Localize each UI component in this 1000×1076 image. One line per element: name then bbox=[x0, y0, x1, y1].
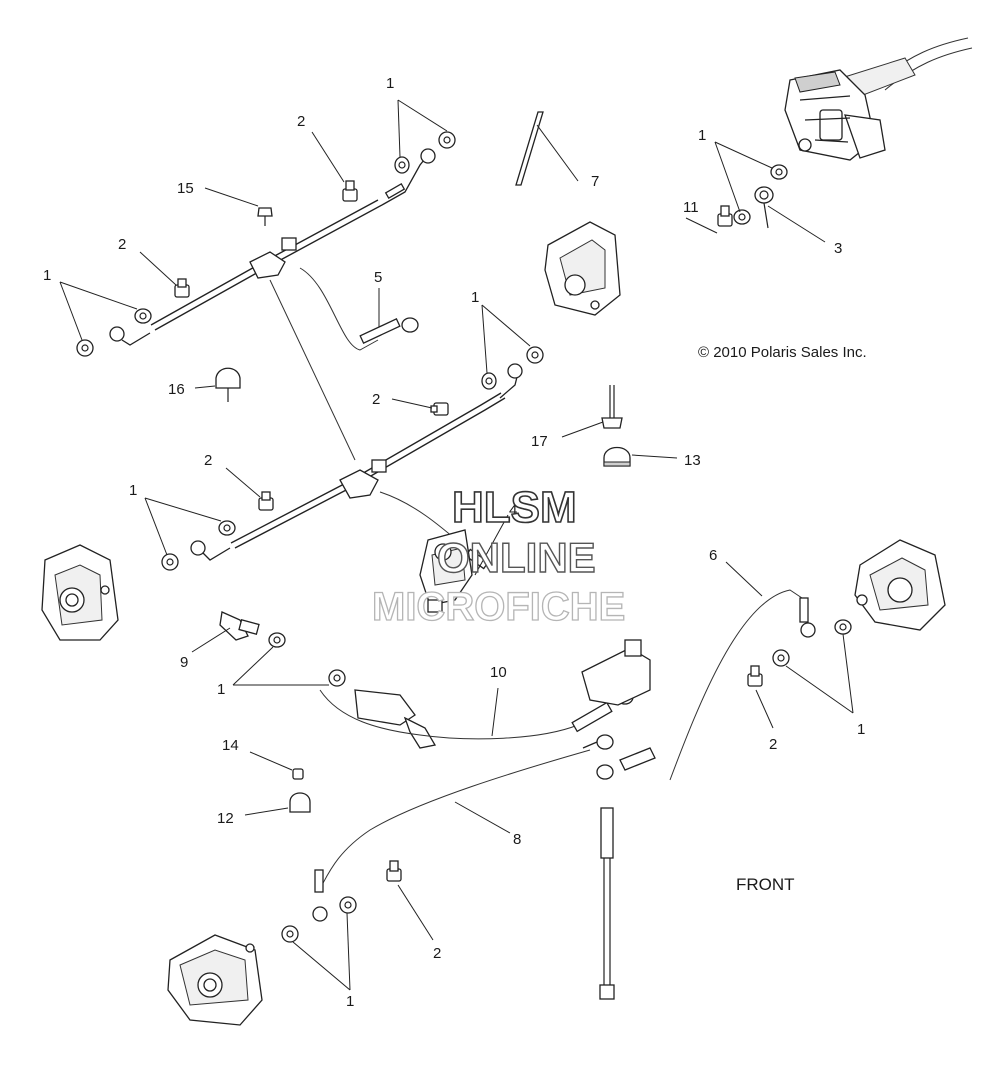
hose-8 bbox=[312, 734, 614, 922]
callout-label: 1 bbox=[43, 267, 51, 284]
callout-label: 2 bbox=[769, 736, 777, 753]
watermark-line-2: ONLINE bbox=[437, 534, 596, 581]
watermark-line-3: MICROFICHE bbox=[372, 585, 625, 629]
front-brake-tee-assembly bbox=[109, 148, 436, 461]
right-caliper bbox=[854, 539, 946, 631]
callout-label: 17 bbox=[531, 433, 548, 450]
callout-label: 2 bbox=[118, 236, 126, 253]
hose-6 bbox=[596, 589, 816, 781]
callout-label: 7 bbox=[591, 173, 599, 190]
callout-label: 2 bbox=[433, 945, 441, 962]
rear-caliper bbox=[167, 934, 263, 1026]
sensor-line bbox=[599, 807, 615, 1000]
callout-label: 10 bbox=[490, 664, 507, 681]
washers bbox=[76, 131, 852, 943]
callout-label: 14 bbox=[222, 737, 239, 754]
front-label: FRONT bbox=[736, 875, 795, 894]
callout-label: 1 bbox=[217, 681, 225, 698]
brake-line-7 bbox=[515, 111, 544, 186]
t-fitting-17 bbox=[601, 385, 623, 429]
left-caliper bbox=[41, 544, 119, 641]
callout-label: 12 bbox=[217, 810, 234, 827]
callout-label: 1 bbox=[386, 75, 394, 92]
callout-label: 1 bbox=[346, 993, 354, 1010]
proportioning-valve bbox=[419, 529, 473, 613]
callout-label: 4 bbox=[509, 502, 517, 519]
callout-label: 2 bbox=[204, 452, 212, 469]
callout-label: 8 bbox=[513, 831, 521, 848]
callout-label: 6 bbox=[709, 547, 717, 564]
callout-label: 1 bbox=[698, 127, 706, 144]
copyright-text: © 2010 Polaris Sales Inc. bbox=[698, 344, 867, 361]
fitting-9 bbox=[219, 611, 260, 641]
banjo-fitting bbox=[754, 186, 774, 229]
master-cylinder-assembly bbox=[784, 37, 973, 161]
callout-label: 13 bbox=[684, 452, 701, 469]
callout-label: 2 bbox=[297, 113, 305, 130]
callout-label: 1 bbox=[471, 289, 479, 306]
callout-label: 15 bbox=[177, 180, 194, 197]
rear-brake-tee-assembly bbox=[190, 363, 523, 570]
watermark: HLSM ONLINE MICROFICHE bbox=[371, 482, 626, 629]
leader-lines bbox=[59, 99, 854, 991]
callout-label: 9 bbox=[180, 654, 188, 671]
callout-label: 1 bbox=[129, 482, 137, 499]
callout-label: 3 bbox=[834, 240, 842, 257]
front-caliper-top bbox=[544, 221, 621, 316]
clip-12 bbox=[289, 792, 311, 813]
callout-label: 2 bbox=[372, 391, 380, 408]
callout-label: 16 bbox=[168, 381, 185, 398]
clip-13 bbox=[603, 446, 631, 467]
callout-label: 5 bbox=[374, 269, 382, 286]
callout-labels: 1 2 15 7 1 11 3 2 1 5 1 16 2 17 13 2 1 6… bbox=[43, 75, 865, 1010]
clamp-16 bbox=[215, 367, 241, 402]
callout-label: 11 bbox=[683, 199, 699, 216]
hose-10-assembly bbox=[319, 639, 651, 749]
callout-label: 1 bbox=[857, 721, 865, 738]
banjo-bolts bbox=[174, 180, 763, 882]
watermark-line-1: HLSM bbox=[452, 483, 577, 532]
